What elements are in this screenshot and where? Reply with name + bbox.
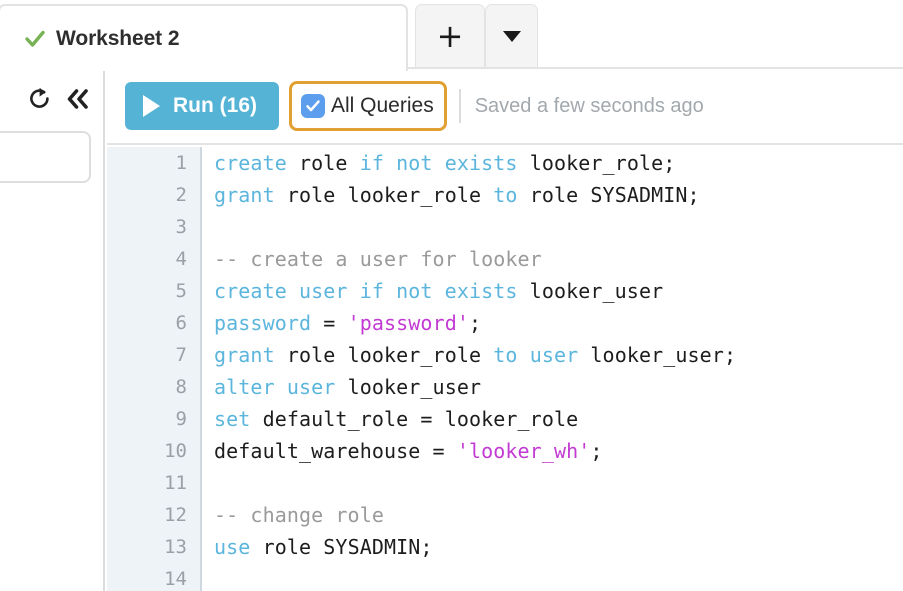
- run-button-label: Run (16): [173, 94, 257, 117]
- checkbox-checked-icon: [301, 94, 325, 118]
- code-line[interactable]: [204, 467, 903, 499]
- code-line[interactable]: -- create a user for looker: [204, 243, 903, 275]
- code-token-pl: role looker_role: [274, 183, 494, 207]
- code-token-k: grant: [214, 183, 275, 207]
- line-number: 12: [164, 504, 187, 526]
- tab-worksheet-2[interactable]: Worksheet 2: [0, 4, 408, 71]
- line-number: 5: [175, 280, 187, 302]
- code-token-cm: -- create a user for looker: [214, 247, 542, 271]
- code-token-pl: role SYSADMIN;: [517, 183, 700, 207]
- code-token-s: 'looker_wh': [456, 439, 591, 463]
- line-number: 6: [175, 312, 187, 334]
- code-line[interactable]: password = 'password';: [204, 307, 903, 339]
- code-token-pl: ;: [469, 311, 482, 335]
- sidebar-input-field[interactable]: [0, 131, 91, 183]
- code-token-k: grant: [214, 343, 275, 367]
- code-token-k: password: [214, 311, 312, 335]
- refresh-icon[interactable]: [29, 87, 51, 111]
- line-number: 7: [175, 344, 187, 366]
- line-number: 4: [175, 248, 187, 270]
- left-sidebar: [0, 69, 105, 591]
- line-number: 11: [164, 472, 187, 494]
- code-token-cm: -- change role: [214, 503, 384, 527]
- code-token-k: to: [493, 183, 518, 207]
- code-token-pl: role looker_role: [274, 343, 494, 367]
- line-number: 13: [164, 536, 187, 558]
- tab-label: Worksheet 2: [56, 26, 180, 50]
- code-token-pl: looker_user;: [578, 343, 737, 367]
- all-queries-checkbox[interactable]: All Queries: [289, 81, 447, 131]
- code-token-pl: looker_user: [335, 375, 482, 399]
- code-token-pl: ;: [590, 439, 603, 463]
- code-token-pl: default_role = looker_role: [250, 407, 579, 431]
- code-line[interactable]: [204, 211, 903, 243]
- code-line[interactable]: [204, 563, 903, 591]
- code-token-pl: looker_user: [517, 279, 664, 303]
- code-token-pl: default_warehouse =: [214, 439, 457, 463]
- code-token-s: 'password': [347, 311, 469, 335]
- code-content[interactable]: create role if not exists looker_role;gr…: [204, 147, 903, 591]
- code-token-pl: =: [311, 311, 348, 335]
- code-token-k: to user: [493, 343, 579, 367]
- play-icon: [143, 95, 160, 117]
- caret-down-icon: [502, 30, 521, 42]
- code-token-k: set: [214, 407, 251, 431]
- green-check-icon: [24, 28, 46, 50]
- code-token-pl: looker_role;: [517, 151, 676, 175]
- worksheet-toolbar: Run (16) All Queries Saved a few seconds…: [107, 69, 903, 145]
- code-token-pl: role: [286, 151, 360, 175]
- saved-status: Saved a few seconds ago: [474, 94, 704, 117]
- code-line[interactable]: use role SYSADMIN;: [204, 531, 903, 563]
- code-line[interactable]: default_warehouse = 'looker_wh';: [204, 435, 903, 467]
- line-number: 8: [175, 376, 187, 398]
- code-token-k: use: [214, 535, 251, 559]
- add-worksheet-button[interactable]: +: [415, 4, 485, 67]
- sidebar-icon-row: [0, 87, 105, 111]
- all-queries-label: All Queries: [331, 94, 434, 117]
- code-line[interactable]: create user if not exists looker_user: [204, 275, 903, 307]
- code-line[interactable]: alter user looker_user: [204, 371, 903, 403]
- line-number: 10: [164, 440, 187, 462]
- plus-icon: +: [436, 17, 464, 55]
- tab-bar: Worksheet 2 +: [0, 0, 903, 71]
- worksheet-menu-button[interactable]: [485, 4, 538, 67]
- line-number: 1: [175, 152, 187, 174]
- code-token-k: create: [214, 151, 287, 175]
- code-token-pl: role SYSADMIN;: [250, 535, 433, 559]
- run-button[interactable]: Run (16): [125, 82, 279, 130]
- double-chevron-left-icon[interactable]: [65, 88, 91, 110]
- line-number: 2: [175, 184, 187, 206]
- code-line[interactable]: -- change role: [204, 499, 903, 531]
- toolbar-divider: [458, 89, 461, 123]
- line-number: 14: [164, 568, 187, 590]
- code-token-k: create user if not exists: [214, 279, 518, 303]
- line-number: 3: [175, 216, 187, 238]
- code-token-k: if not exists: [359, 151, 518, 175]
- code-line[interactable]: grant role looker_role to role SYSADMIN;: [204, 179, 903, 211]
- code-line[interactable]: create role if not exists looker_role;: [204, 147, 903, 179]
- code-line[interactable]: grant role looker_role to user looker_us…: [204, 339, 903, 371]
- code-token-k: alter user: [214, 375, 336, 399]
- line-number: 9: [175, 408, 187, 430]
- code-line[interactable]: set default_role = looker_role: [204, 403, 903, 435]
